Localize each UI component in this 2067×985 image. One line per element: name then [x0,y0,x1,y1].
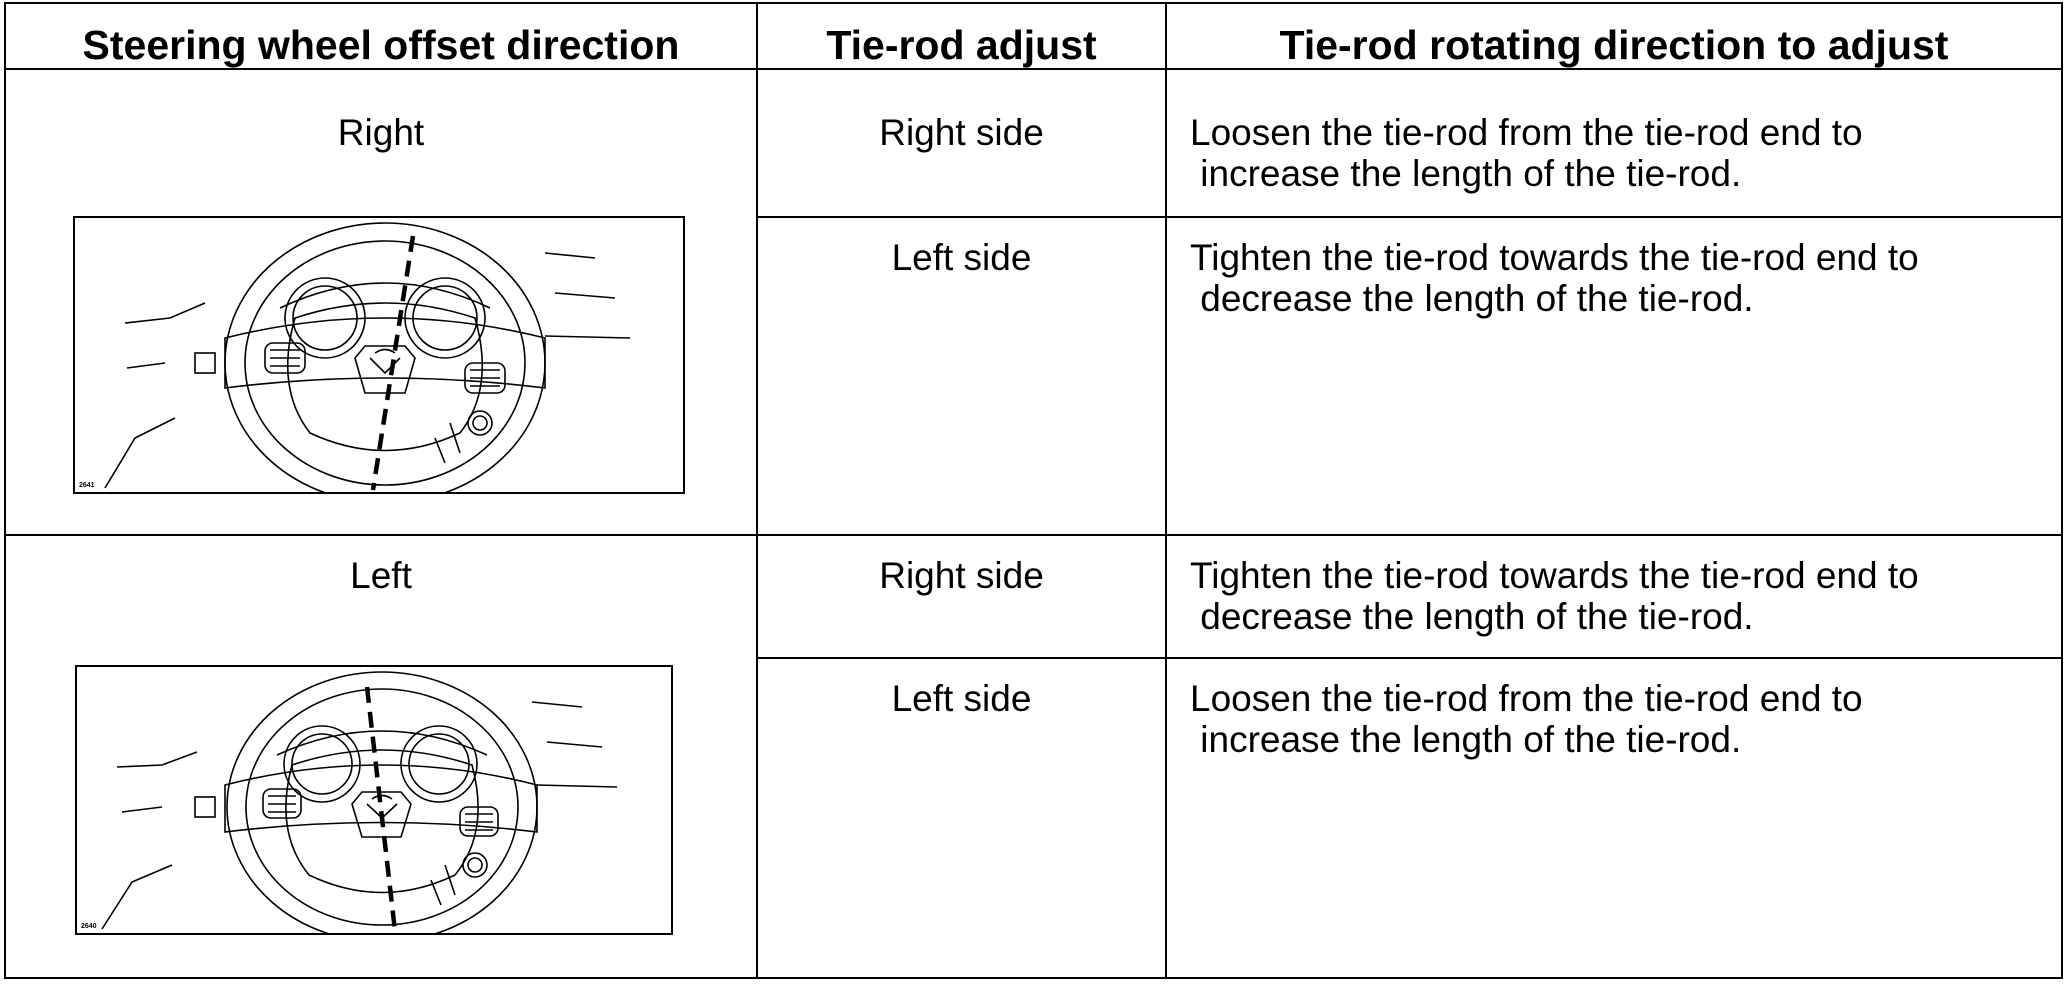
steering-wheel-offset-left-illustration: 2640 [75,665,673,935]
column-divider-2 [1165,2,1167,979]
offset-right-label: Right [337,112,425,153]
table-border-left [4,2,6,979]
row-2-adjust-left-side: Left side [891,678,1032,719]
column-divider-1 [756,2,758,979]
row-2-adjust-right-side: Right side [879,555,1044,596]
header-divider [4,68,2063,70]
offset-left-label: Left [350,555,412,596]
steering-wheel-offset-right-illustration: 2641 [73,216,685,494]
row-2-inner-divider [756,657,2063,659]
row-1-action-right-side: Loosen the tie-rod from the tie-rod end … [1190,112,1863,194]
figure-code-left: 2640 [81,923,97,930]
row-1-adjust-right-side: Right side [879,112,1044,153]
row-2-action-left-side: Loosen the tie-rod from the tie-rod end … [1190,678,1863,760]
header-offset-direction: Steering wheel offset direction [82,22,680,68]
row-1-adjust-left-side: Left side [891,237,1032,278]
table-border-top [4,2,2063,4]
table-border-bottom [4,977,2063,979]
table-border-right [2061,2,2063,979]
row-1-action-left-side: Tighten the tie-rod towards the tie-rod … [1190,237,1919,319]
row-1-inner-divider [756,216,2063,218]
row-2-action-right-side: Tighten the tie-rod towards the tie-rod … [1190,555,1919,637]
figure-code-right: 2641 [79,482,95,489]
header-tie-rod-adjust: Tie-rod adjust [826,22,1097,68]
row-divider [4,534,2063,536]
header-rotating-direction: Tie-rod rotating direction to adjust [1279,22,1949,68]
